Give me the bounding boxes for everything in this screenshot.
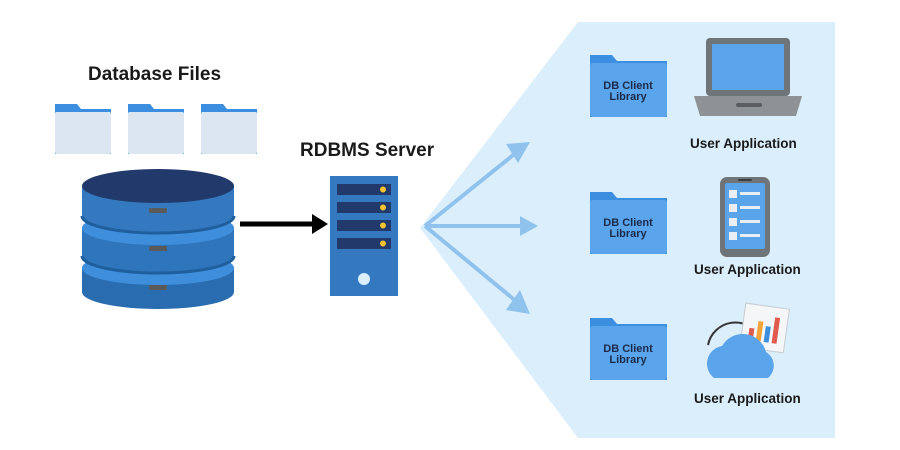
fan-out-arrow-bottom <box>423 224 530 314</box>
client-library-label-1: DB Client Library <box>603 80 653 103</box>
user-application-label-3: User Application <box>694 391 801 406</box>
fan-out-arrow-middle <box>425 216 538 236</box>
folder-icon <box>201 104 257 154</box>
client-library-folder-3 <box>590 318 667 380</box>
rdbms-server-title: RDBMS Server <box>300 140 435 161</box>
cloud-chart-icon <box>706 302 790 378</box>
client-library-folder-1 <box>590 55 667 117</box>
database-icon <box>80 169 236 309</box>
user-application-label-1: User Application <box>690 136 797 151</box>
database-files-title: Database Files <box>88 64 222 85</box>
client-library-label-3: DB Client Library <box>603 343 653 366</box>
user-application-label-2: User Application <box>694 262 801 277</box>
folder-icon <box>128 104 184 154</box>
folder-icon <box>55 104 111 154</box>
client-library-folder-2 <box>590 192 667 254</box>
data-flow-arrow <box>240 214 328 234</box>
fan-out-arrow-top <box>423 142 530 228</box>
laptop-icon <box>694 38 802 116</box>
client-library-label-2: DB Client Library <box>603 217 653 240</box>
smartphone-checklist-icon <box>720 177 770 257</box>
server-icon <box>330 176 398 296</box>
